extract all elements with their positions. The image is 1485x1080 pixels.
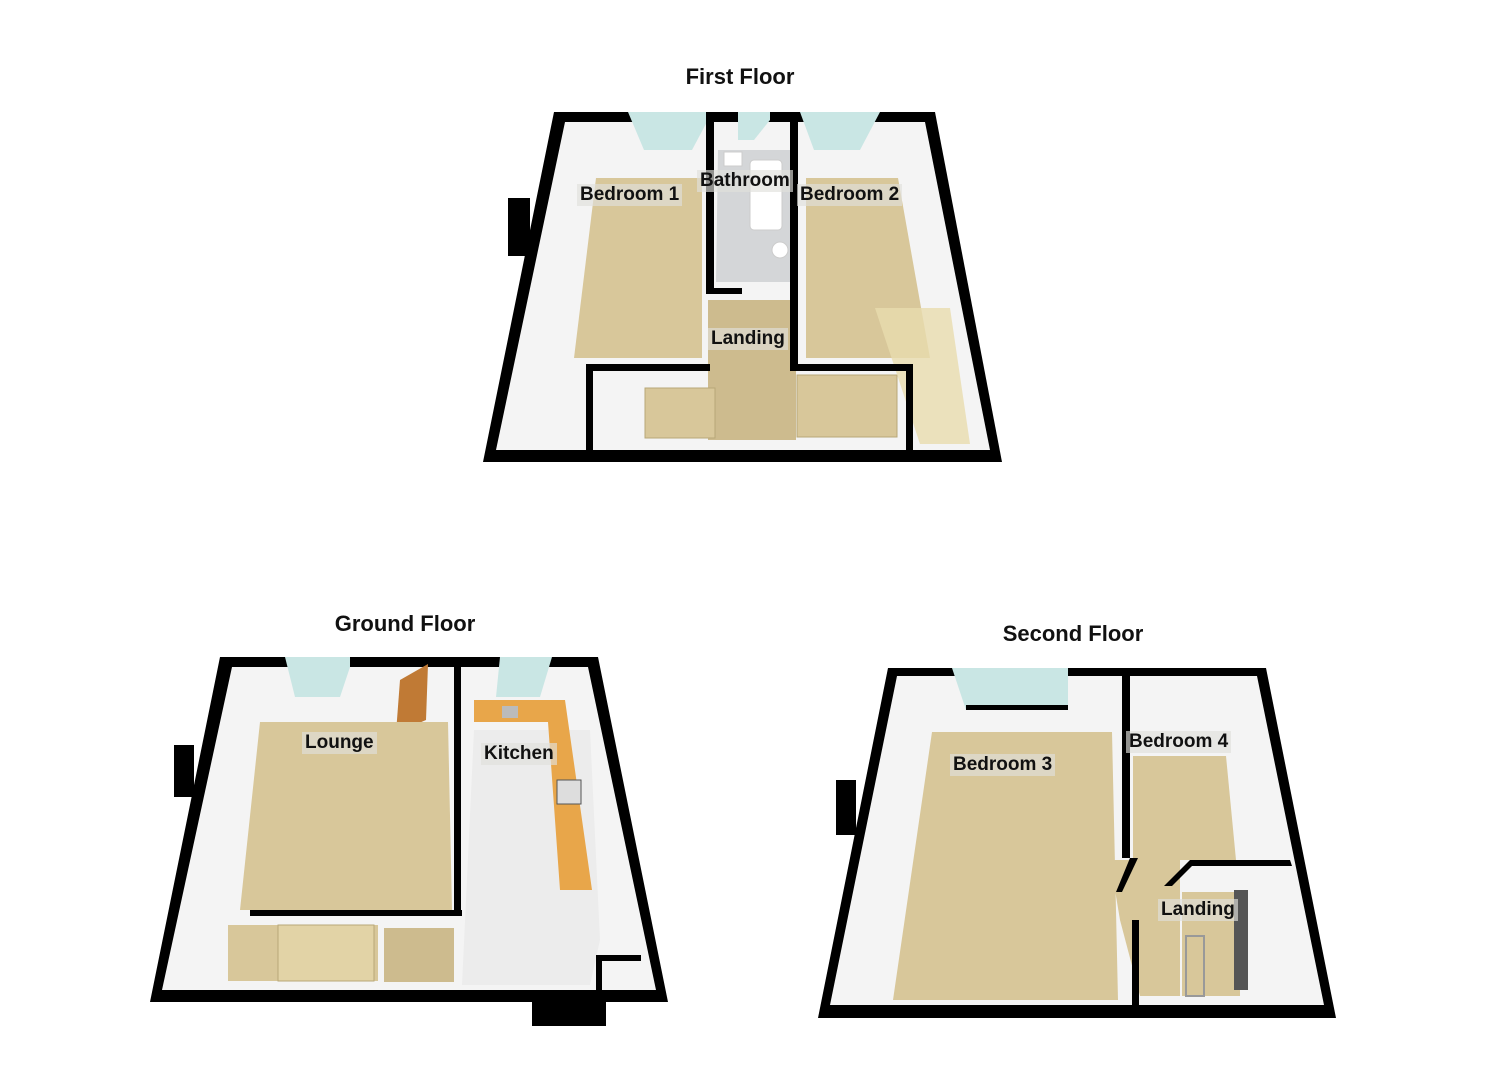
window-icon (952, 668, 1068, 710)
stairs-icon (644, 387, 716, 439)
banister-icon (1185, 935, 1205, 997)
stairs-icon (277, 924, 375, 982)
wall (1164, 860, 1292, 886)
hall-floor (384, 928, 454, 982)
room-label-bedroom-1: Bedroom 1 (577, 184, 683, 206)
wall (590, 364, 710, 371)
wall (250, 910, 462, 916)
window-icon (628, 112, 708, 150)
rear-wall-block (532, 990, 606, 1026)
ground-floor-title: Ground Floor (334, 611, 476, 636)
window-icon (800, 112, 880, 150)
wall (790, 364, 910, 371)
chimney-breast (836, 780, 856, 835)
wall (906, 364, 913, 450)
room-label-bedroom-2: Bedroom 2 (797, 184, 903, 206)
sink-icon (771, 241, 789, 259)
wall (454, 657, 461, 912)
wall (596, 955, 602, 991)
chimney-breast (174, 745, 194, 797)
wall (1122, 668, 1130, 858)
lounge-floor (240, 722, 452, 910)
room-label-kitchen: Kitchen (481, 743, 557, 765)
room-label-landing-2: Landing (1158, 899, 1238, 921)
wall (790, 112, 798, 367)
bedroom-1-floor (574, 178, 702, 358)
wall (706, 288, 742, 294)
room-label-lounge: Lounge (302, 732, 377, 754)
window-icon (496, 657, 552, 697)
wall (1116, 858, 1138, 892)
room-label-bedroom-3: Bedroom 3 (950, 754, 1056, 776)
window-icon (738, 112, 770, 140)
wall (596, 955, 641, 961)
sink-icon (502, 706, 518, 718)
wall (1132, 920, 1139, 1010)
bedroom-4-floor (1133, 756, 1236, 860)
room-label-bathroom: Bathroom (697, 170, 793, 192)
stair-void (875, 308, 970, 444)
window-icon (285, 657, 350, 697)
room-label-bedroom-4: Bedroom 4 (1126, 731, 1232, 753)
chimney-breast (508, 198, 530, 256)
second-floor-title: Second Floor (1002, 621, 1144, 646)
bedroom-3-floor (893, 732, 1118, 1000)
kitchen-worktop (474, 700, 592, 890)
stairs-icon (796, 374, 898, 438)
landing-floor (1110, 860, 1180, 996)
room-label-landing: Landing (708, 328, 788, 350)
wall (586, 364, 593, 450)
wall (706, 112, 714, 294)
wall (966, 705, 1068, 710)
toilet-icon (723, 151, 743, 167)
first-floor-title: First Floor (685, 64, 795, 89)
front-door-icon[interactable] (396, 664, 428, 733)
hob-icon (556, 779, 582, 805)
